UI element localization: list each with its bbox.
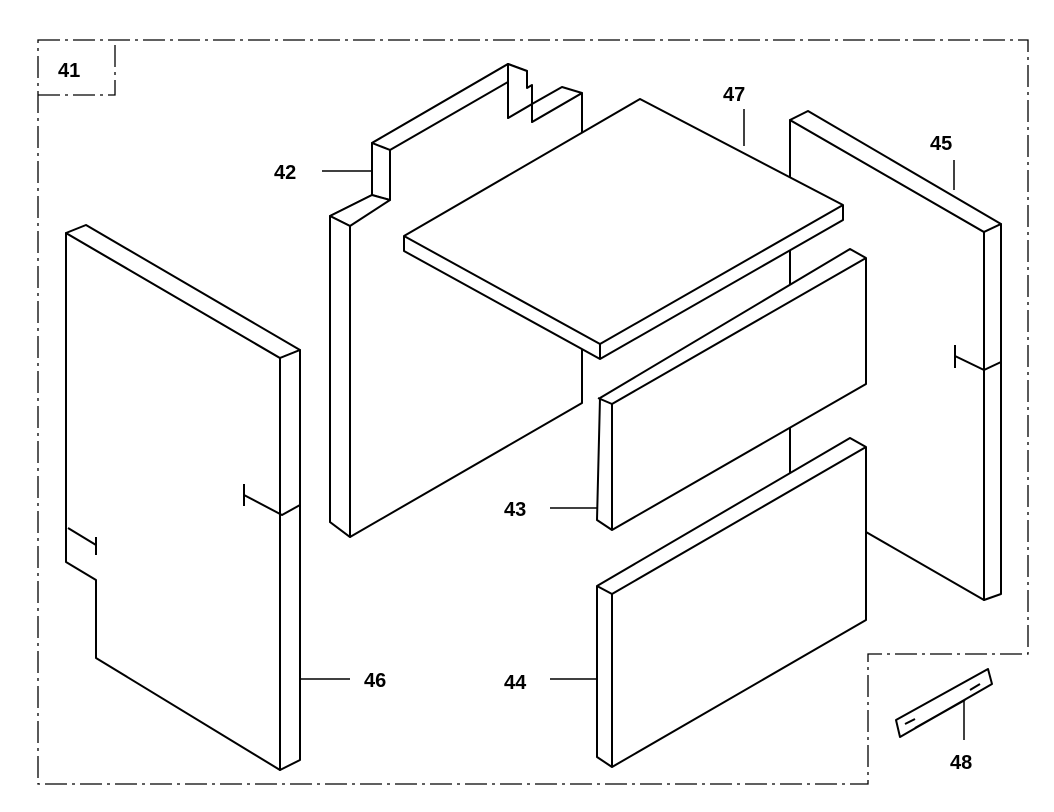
part-44-front-panel[interactable] <box>596 437 867 768</box>
callout-45: 45 <box>930 133 952 155</box>
callout-46: 46 <box>364 670 386 692</box>
part-47-top-panel[interactable] <box>403 98 844 360</box>
callout-48: 48 <box>950 752 972 774</box>
part-48-clip[interactable] <box>895 668 993 738</box>
callout-44: 44 <box>504 672 527 694</box>
callout-42: 42 <box>274 162 296 184</box>
callout-41: 41 <box>58 60 80 82</box>
callout-43: 43 <box>504 499 526 521</box>
part-43-middle-panel[interactable] <box>596 248 867 531</box>
part-46-left-side-panel[interactable] <box>65 224 301 771</box>
assembly-boundary <box>37 39 1029 785</box>
callout-47: 47 <box>723 84 745 106</box>
leader-lines <box>300 109 965 740</box>
